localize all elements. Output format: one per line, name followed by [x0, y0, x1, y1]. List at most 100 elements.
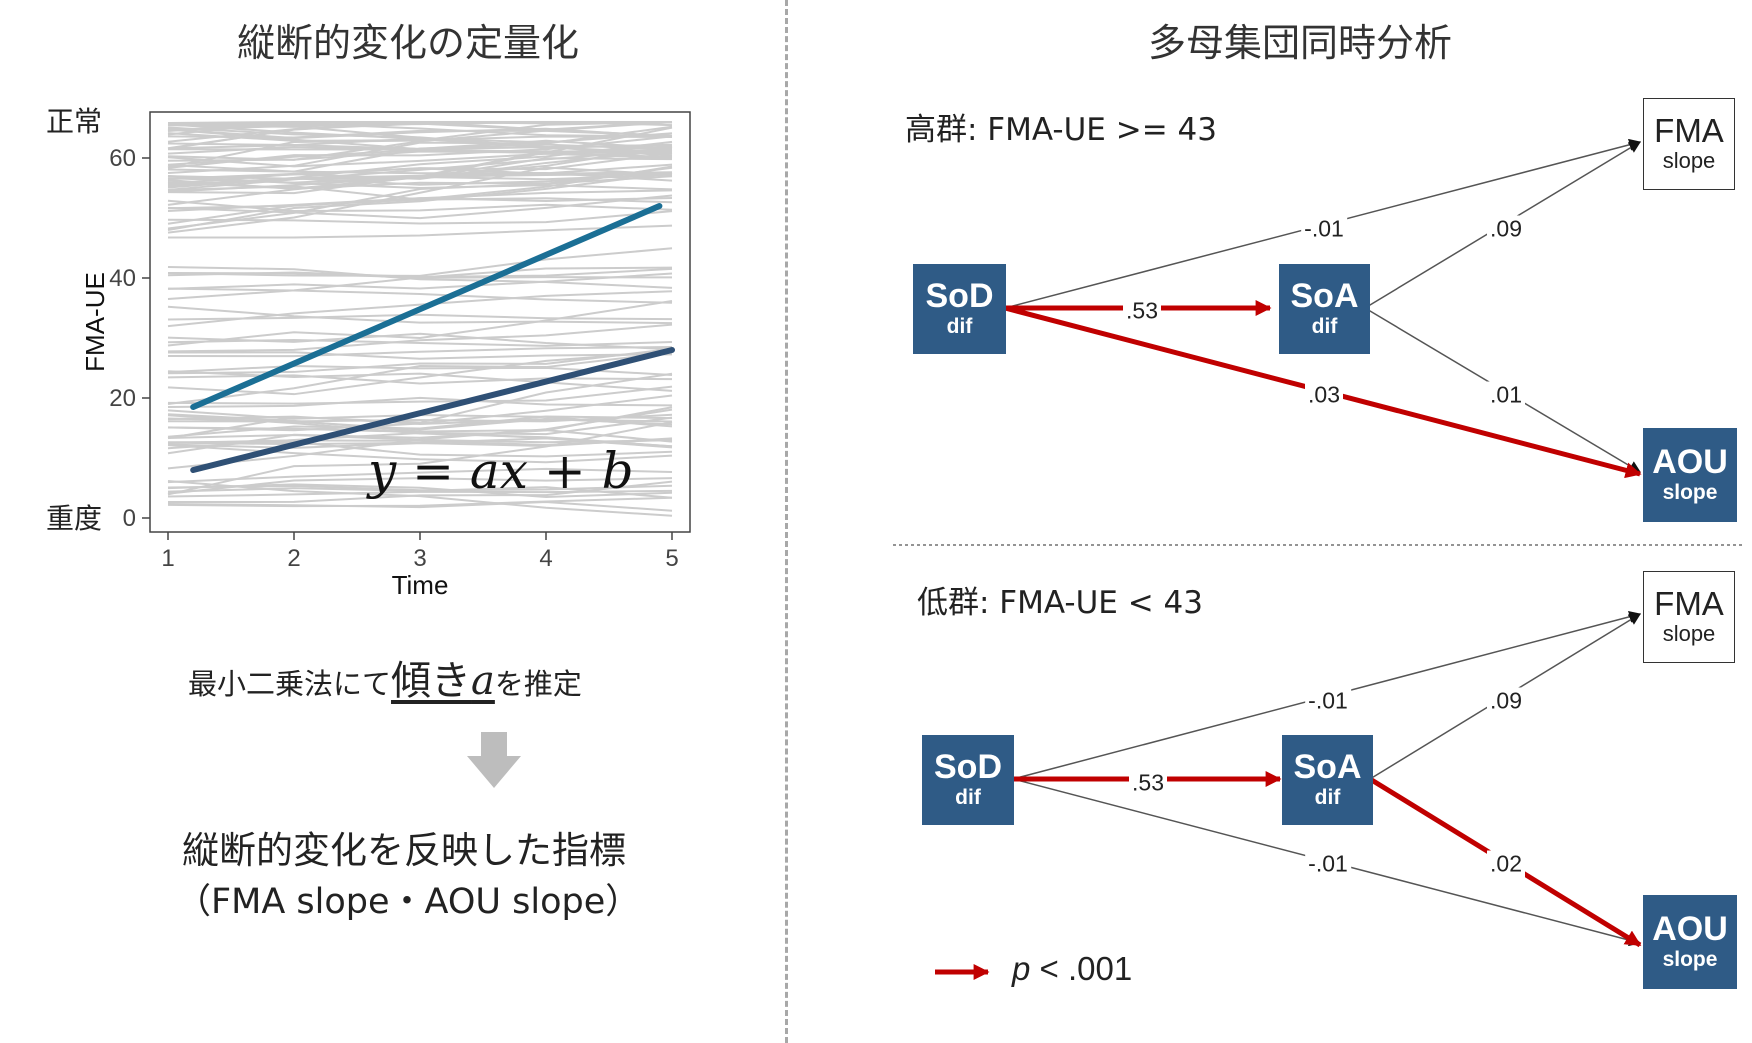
trajectory-line: [167, 440, 673, 458]
trajectory-line: [167, 444, 673, 464]
trajectory-line: [167, 338, 673, 347]
low-node-aou: AOU slope: [1643, 895, 1737, 989]
trajectory-line: [167, 267, 673, 279]
equation: y = ax + b: [368, 442, 634, 500]
method-variable: a: [471, 658, 495, 704]
x-axis: 1 2 3 4 5: [161, 532, 679, 572]
trajectory-line: [167, 168, 673, 182]
trajectory-line: [167, 175, 673, 190]
high-node-fma-sub: slope: [1662, 148, 1716, 174]
trajectory-line: [167, 479, 673, 517]
high-node-fma: FMA slope: [1643, 98, 1735, 190]
trajectory-line: [167, 149, 673, 185]
low-node-soa-name: SoA: [1293, 748, 1362, 787]
trajectory-line: [167, 347, 673, 375]
trajectory-line: [167, 266, 673, 289]
high-coef-sod-fma: -.01: [1301, 215, 1347, 243]
trajectory-line: [167, 122, 673, 138]
low-coef-sod-aou: -.01: [1305, 850, 1351, 878]
right-title: 多母集団同時分析: [1148, 21, 1453, 65]
x-axis-label: Time: [392, 570, 449, 600]
method-prefix: 最小二乗法にて: [188, 667, 392, 701]
y-tick-label: 40: [109, 265, 136, 292]
x-tick-label: 1: [161, 545, 174, 572]
individual-trajectories: [167, 120, 673, 517]
x-tick-label: 3: [413, 545, 426, 572]
low-coef-soa-fma: .09: [1487, 687, 1525, 715]
x-tick-label: 2: [287, 545, 300, 572]
high-node-fma-name: FMA: [1654, 111, 1724, 149]
result-line-1: 縦断的変化を反映した指標: [182, 829, 626, 872]
label-normal: 正常: [46, 105, 103, 138]
down-arrow-icon: [467, 732, 521, 788]
high-coef-soa-fma: .09: [1487, 215, 1525, 243]
high-node-soa-sub: dif: [1311, 314, 1338, 338]
legend-p-italic: p: [1012, 950, 1031, 987]
trajectory-line: [167, 313, 673, 321]
trajectory-line: [167, 172, 673, 184]
low-node-fma-name: FMA: [1654, 584, 1724, 622]
low-coef-soa-aou: .02: [1487, 850, 1525, 878]
low-node-soa: SoA dif: [1282, 735, 1373, 825]
trajectory-line: [167, 372, 673, 440]
method-emph-word: 傾き: [391, 658, 472, 704]
high-group-label: 高群: FMA-UE >= 43: [905, 112, 1217, 148]
trajectory-line: [167, 374, 673, 385]
trajectory-line: [167, 121, 673, 161]
trajectory-line: [167, 351, 673, 360]
method-suffix: を推定: [494, 667, 582, 701]
trajectory-line: [167, 305, 673, 325]
low-node-aou-sub: slope: [1662, 947, 1718, 971]
trajectory-line: [167, 350, 673, 396]
fitted-line-2: [190, 347, 675, 473]
label-severe: 重度: [46, 502, 103, 535]
trajectory-line: [167, 346, 673, 358]
panel-divider: [785, 0, 788, 1043]
trajectory-line: [167, 126, 673, 157]
result-line-2: （FMA slope・AOU slope）: [176, 882, 641, 922]
trajectory-line: [167, 413, 673, 443]
trajectory-line: [167, 415, 673, 425]
trajectory-line: [167, 323, 673, 353]
low-node-sod-name: SoD: [934, 748, 1002, 787]
trajectory-line: [167, 486, 673, 499]
low-node-aou-name: AOU: [1652, 910, 1728, 949]
low-node-fma: FMA slope: [1643, 571, 1735, 663]
trajectory-line: [167, 272, 673, 290]
fitted-lines: [190, 203, 675, 473]
trajectory-line: [167, 247, 673, 277]
trajectory-line: [167, 196, 673, 212]
trajectory-line: [167, 166, 673, 234]
high-coef-sod-aou: .03: [1305, 381, 1343, 409]
high-node-aou-name: AOU: [1652, 443, 1728, 482]
low-coef-sod-fma: -.01: [1305, 687, 1351, 715]
high-node-sod-sub: dif: [946, 314, 973, 338]
legend-label: p < .001: [1012, 950, 1132, 988]
method-text: 最小二乗法にて傾きaを推定: [188, 648, 582, 706]
x-tick-label: 4: [539, 545, 552, 572]
x-tick-label: 5: [665, 545, 678, 572]
high-node-aou: AOU slope: [1643, 428, 1737, 522]
low-node-fma-sub: slope: [1662, 621, 1716, 647]
trajectory-line: [167, 299, 673, 347]
y-tick-label: 60: [109, 145, 136, 172]
y-tick-label: 0: [123, 505, 136, 532]
trajectory-line: [167, 143, 673, 173]
y-axis-label: FMA-UE: [80, 272, 110, 372]
method-emphasis: 傾きa: [391, 658, 495, 704]
trajectory-line: [167, 172, 673, 232]
low-node-soa-sub: dif: [1314, 785, 1341, 809]
low-group-label: 低群: FMA-UE < 43: [917, 585, 1203, 621]
high-node-aou-sub: slope: [1662, 480, 1718, 504]
trajectory-line: [167, 125, 673, 174]
high-node-sod: SoD dif: [913, 264, 1006, 354]
high-node-sod-name: SoD: [925, 277, 994, 316]
trajectory-line: [167, 210, 673, 225]
trajectory-line: [167, 408, 673, 470]
high-node-soa-name: SoA: [1290, 277, 1359, 316]
trajectory-line: [167, 287, 673, 304]
trajectory-line: [167, 370, 673, 392]
trajectory-line: [167, 166, 673, 230]
legend-text: p < .001: [1012, 950, 1133, 987]
